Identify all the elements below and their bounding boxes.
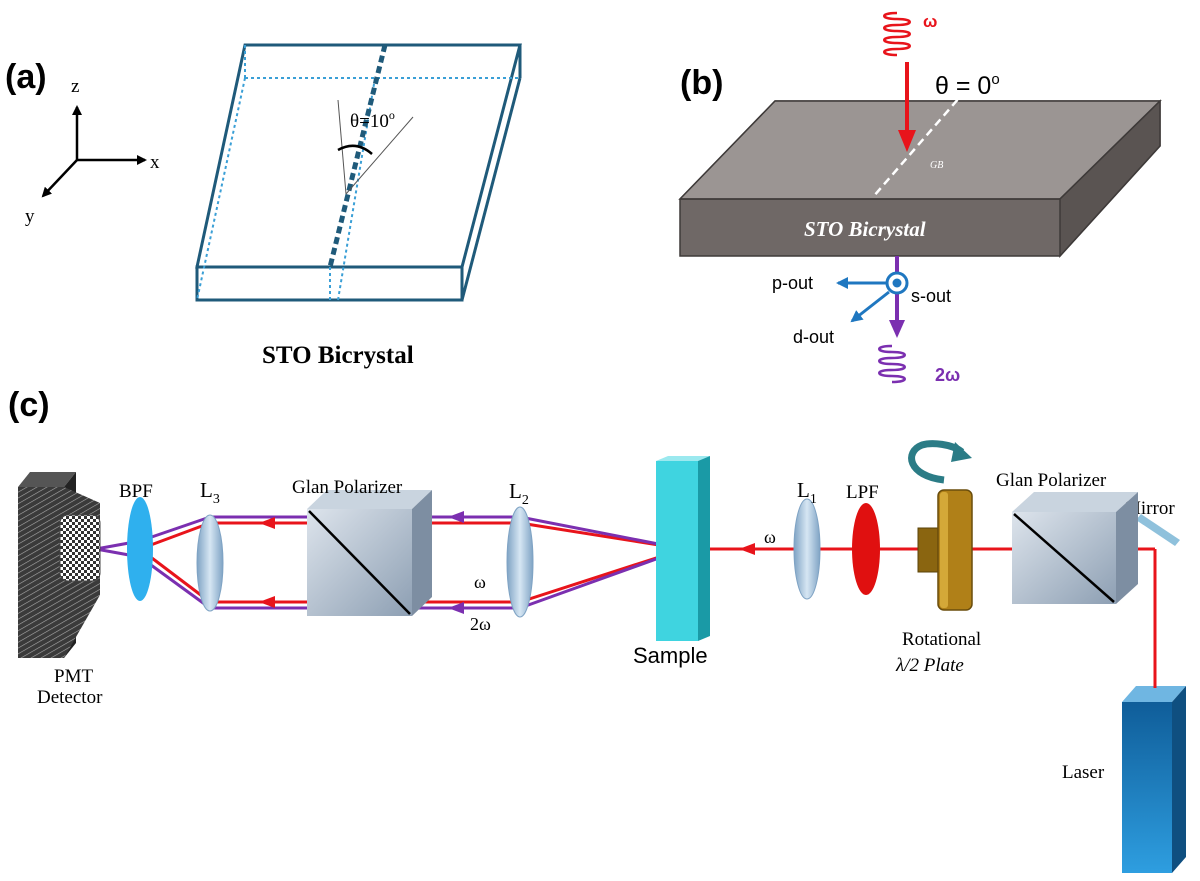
panel-a: (a) z x y [5,43,522,369]
l3-label: L3 [200,478,220,507]
lpf-filter [852,503,880,595]
sample-slab [656,456,710,641]
gb-label: GB [930,160,943,171]
bpf-label: BPF [119,481,153,502]
rotation-arrow-icon [908,440,965,484]
d-out-arrow [850,290,890,323]
glan-right-label: Glan Polarizer [996,470,1107,491]
lens-l1 [793,498,821,600]
beam-arrowheads [259,511,755,614]
laser-source [1122,686,1186,873]
rotational-label: Rotational [902,629,981,650]
panel-b-label: (b) [680,64,723,102]
y-axis-arrow [41,159,78,198]
axis-y-label: y [25,206,35,227]
sh-arrowhead [889,320,905,338]
omega-wave-icon [883,11,911,57]
panel-c-label: (c) [8,386,50,424]
p-out-label: p-out [772,273,813,293]
incident-arrowhead [898,130,916,152]
bicrystal-box [195,43,522,302]
omega-label-c: ω [474,572,486,592]
theta-label: θ = 0o [935,71,1000,100]
s-out-dot [892,278,902,288]
angle-arc [337,144,373,155]
l1-label: L1 [797,478,817,507]
panel-c: (c) Laser [8,386,1186,873]
two-omega-label-b: 2ω [935,365,960,385]
l2-label: L2 [509,479,529,508]
glan-polarizer-right [1012,492,1138,604]
half-wave-label: λ/2 Plate [895,655,964,676]
rotation-arrowhead [951,442,972,462]
gb-dashed-line [872,89,967,198]
omega-right-label: ω [764,527,776,547]
bpf-filter [127,497,153,601]
panel-b: (b) GB STO Bicrystal ω θ = 0o p-out s-ou… [678,11,1162,385]
pmt-detector [18,472,101,658]
lens-l2 [506,506,534,618]
lens-l3 [196,514,224,612]
pmt-label: PMT [54,666,93,687]
axis-x-label: x [150,152,160,173]
d-out-label: d-out [793,327,834,347]
axis-z-label: z [71,76,79,97]
glan-polarizer-left [307,490,432,616]
crystal-caption-a: STO Bicrystal [262,342,414,369]
omega-label-b: ω [923,12,937,31]
lpf-label: LPF [846,482,879,503]
sto-slab [678,89,1162,258]
two-omega-wave-icon [878,344,906,384]
mirror-element [1136,514,1180,546]
angle-label: θ=10o [350,108,395,132]
sample-label: Sample [633,643,708,668]
slab-label: STO Bicrystal [804,217,926,241]
axes-gizmo: z x y [25,76,160,227]
laser-label: Laser [1062,762,1105,783]
detector-label: Detector [37,687,103,708]
half-wave-plate [917,489,973,611]
s-out-label: s-out [911,286,951,306]
grain-boundary-line [327,44,388,268]
two-omega-label-c: 2ω [470,614,491,634]
panel-a-label: (a) [5,58,47,96]
glan-left-label: Glan Polarizer [292,477,403,498]
